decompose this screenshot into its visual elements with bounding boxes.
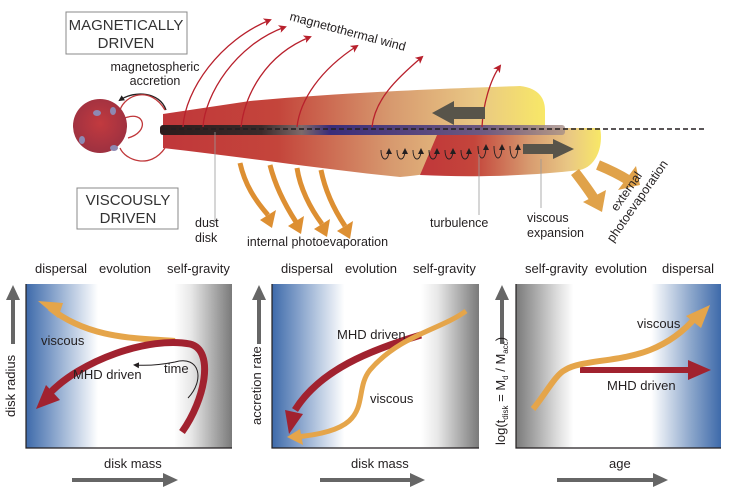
panel3-region-evolution: evolution	[595, 261, 647, 276]
panel1-x-arrowhead	[163, 473, 178, 487]
panel2-axes	[271, 284, 479, 449]
viscous-expansion-label-1: viscous	[527, 211, 569, 225]
panel2-y-arrowhead	[252, 285, 266, 300]
panel3-plot-area	[516, 284, 721, 448]
magnetothermal-wind-arrows	[182, 18, 502, 128]
panel3-y-arrowhead	[495, 285, 509, 300]
panel2-label-viscous: viscous	[370, 391, 414, 406]
panel3-curve-viscous	[530, 315, 699, 411]
mode-box-magnetic: MAGNETICALLY DRIVEN	[65, 11, 188, 55]
panel1-label-time: time	[164, 361, 189, 376]
panel2-x-arrowhead	[410, 473, 425, 487]
panel1-y-arrowhead	[6, 285, 20, 300]
panel3-mhd-head	[688, 360, 711, 380]
panel3-viscous-head	[686, 305, 710, 328]
magnetospheric-label-2: accretion	[130, 74, 181, 88]
panel1-time-arrow	[133, 360, 199, 399]
panel-tdisk-vs-age: self-gravity evolution dispersal log(tdi…	[493, 261, 721, 487]
panel3-x-arrowhead	[653, 473, 668, 487]
panel2-region-dispersal: dispersal	[281, 261, 333, 276]
panel2-label-mhd: MHD driven	[337, 327, 406, 342]
inward-flow-arrow	[432, 101, 485, 125]
panel3-ylabel: log(tdisk = Md / Macc)	[493, 337, 510, 445]
panel2-mhd-head	[285, 410, 303, 434]
panel1-region-dispersal: dispersal	[35, 261, 87, 276]
panel-accretion-vs-mass: dispersal evolution self-gravity accreti…	[249, 261, 479, 487]
panel2-region-evolution: evolution	[345, 261, 397, 276]
panel1-axes	[25, 284, 232, 449]
panel3-xlabel: age	[609, 456, 631, 471]
panel1-mhd-head	[36, 385, 60, 409]
panel3-region-dispersal: dispersal	[662, 261, 714, 276]
turbulence-loops	[380, 144, 521, 160]
panel2-viscous-head	[287, 429, 303, 445]
panel2-region-self-gravity: self-gravity	[413, 261, 476, 276]
panel1-label-viscous: viscous	[41, 333, 85, 348]
internal-photoevaporation-arrows	[237, 162, 348, 228]
panel3-axes	[515, 284, 721, 449]
panel3-label-viscous: viscous	[637, 316, 681, 331]
panel1-region-self-gravity: self-gravity	[167, 261, 230, 276]
star	[73, 99, 127, 153]
panel3-region-self-gravity: self-gravity	[525, 261, 588, 276]
panel1-viscous-head	[38, 301, 63, 318]
panel2-xlabel: disk mass	[351, 456, 409, 471]
mode-box-magnetic-line1: MAGNETICALLY	[69, 17, 184, 34]
panel1-curve-mhd	[45, 339, 208, 435]
star-spots	[79, 107, 118, 151]
magnetic-field-loops	[119, 94, 166, 162]
external-photoevaporation-arrows	[571, 160, 640, 212]
panel1-ylabel: disk radius	[3, 354, 18, 417]
panel1-label-mhd: MHD driven	[73, 367, 142, 382]
magnetospheric-label-1: magnetospheric	[111, 60, 200, 74]
internal-photoevaporation-heads	[260, 210, 353, 239]
panel2-ylabel: accretion rate	[249, 346, 264, 425]
panel-radius-vs-mass: dispersal evolution self-gravity disk ra…	[3, 261, 232, 487]
internal-photoevaporation-label: internal photoevaporation	[247, 235, 388, 249]
dust-disk-label-2: disk	[195, 231, 218, 245]
mode-box-viscous-line2: DRIVEN	[100, 210, 157, 227]
viscous-expansion-label-2: expansion	[527, 226, 584, 240]
viscous-expansion-arrow	[523, 139, 574, 159]
panel1-region-evolution: evolution	[99, 261, 151, 276]
panel1-plot-area	[26, 284, 232, 448]
mode-box-viscous-line1: VISCOUSLY	[86, 192, 171, 209]
panel1-xlabel: disk mass	[104, 456, 162, 471]
mode-box-magnetic-line2: DRIVEN	[98, 35, 155, 52]
turbulence-label: turbulence	[430, 216, 488, 230]
mode-box-viscous: VISCOUSLY DRIVEN	[76, 187, 179, 230]
magnetothermal-wind-label: magnetothermal wind	[288, 9, 407, 53]
panel2-curve-viscous	[294, 308, 468, 440]
panel3-label-mhd: MHD driven	[607, 378, 676, 393]
dust-disk-label-1: dust	[195, 216, 219, 230]
dust-disk	[160, 125, 565, 135]
